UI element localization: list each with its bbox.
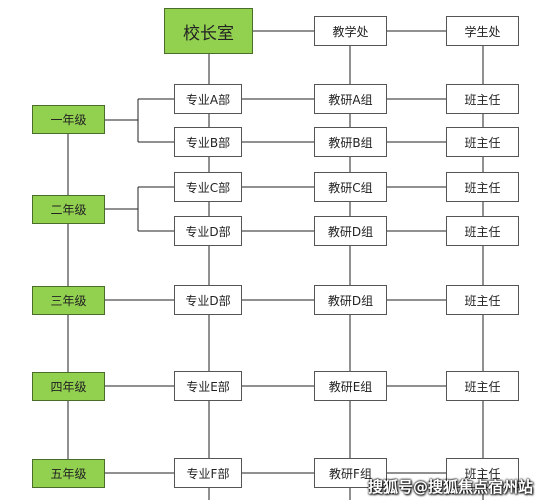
principal-office-node: 校长室	[164, 8, 253, 54]
teaching-group-node: 教研B组	[314, 127, 387, 157]
teaching-group-node: 教研D组	[314, 216, 387, 246]
head-teacher-node: 班主任	[446, 285, 519, 315]
grade-node: 五年级	[32, 459, 105, 488]
teaching-group-node: 教研D组	[314, 285, 387, 315]
grade-node: 四年级	[32, 372, 105, 401]
department-node: 专业D部	[174, 285, 242, 315]
grade-node: 一年级	[32, 105, 105, 134]
department-node: 专业C部	[174, 172, 242, 202]
source-watermark: 搜狐号@搜狐焦点宿州站	[368, 477, 534, 496]
grade-node: 二年级	[32, 195, 105, 224]
teaching-group-node: 教研C组	[314, 172, 387, 202]
head-teacher-node: 班主任	[446, 458, 519, 488]
department-node: 专业F部	[174, 458, 242, 488]
teaching-group-node: 教研A组	[314, 84, 387, 114]
head-teacher-node: 班主任	[446, 172, 519, 202]
teaching-group-node: 教研F组	[314, 458, 387, 488]
department-node: 专业A部	[174, 84, 242, 114]
student-office-node: 学生处	[446, 16, 519, 46]
teaching-group-node: 教研E组	[314, 371, 387, 401]
head-teacher-node: 班主任	[446, 84, 519, 114]
department-node: 专业E部	[174, 371, 242, 401]
academic-office-node: 教学处	[314, 16, 387, 46]
department-node: 专业B部	[174, 127, 242, 157]
head-teacher-node: 班主任	[446, 127, 519, 157]
head-teacher-node: 班主任	[446, 216, 519, 246]
department-node: 专业D部	[174, 216, 242, 246]
grade-node: 三年级	[32, 286, 105, 315]
head-teacher-node: 班主任	[446, 371, 519, 401]
